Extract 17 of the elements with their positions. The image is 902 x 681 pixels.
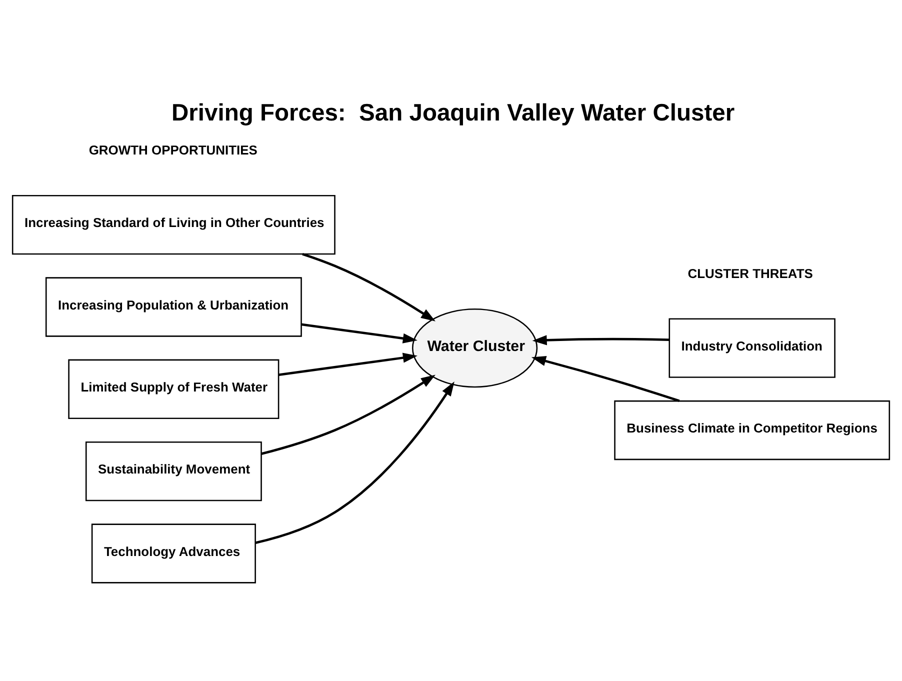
node-box: Technology Advances — [91, 524, 256, 584]
node-box: Sustainability Movement — [85, 441, 262, 502]
arrow — [301, 323, 418, 344]
node-box: Increasing Standard of Living in Other Countries — [12, 194, 336, 255]
arrow — [255, 382, 454, 544]
diagram-title: Driving Forces: San Joaquin Valley Water Cluster — [172, 100, 735, 127]
node-box: Limited Supply of Fresh Water — [68, 359, 280, 419]
node-box: Increasing Population & Urbanization — [45, 277, 302, 337]
arrow — [261, 374, 436, 455]
node-box: Business Climate in Competitor Regions — [614, 400, 890, 460]
arrow — [278, 352, 418, 376]
label: CLUSTER THREATS — [688, 266, 813, 281]
arrow — [302, 252, 436, 322]
node-box: Industry Consolidation — [668, 318, 836, 378]
arrow — [531, 356, 680, 402]
arrow — [532, 335, 670, 346]
label: GROWTH OPPORTUNITIES — [88, 142, 258, 158]
